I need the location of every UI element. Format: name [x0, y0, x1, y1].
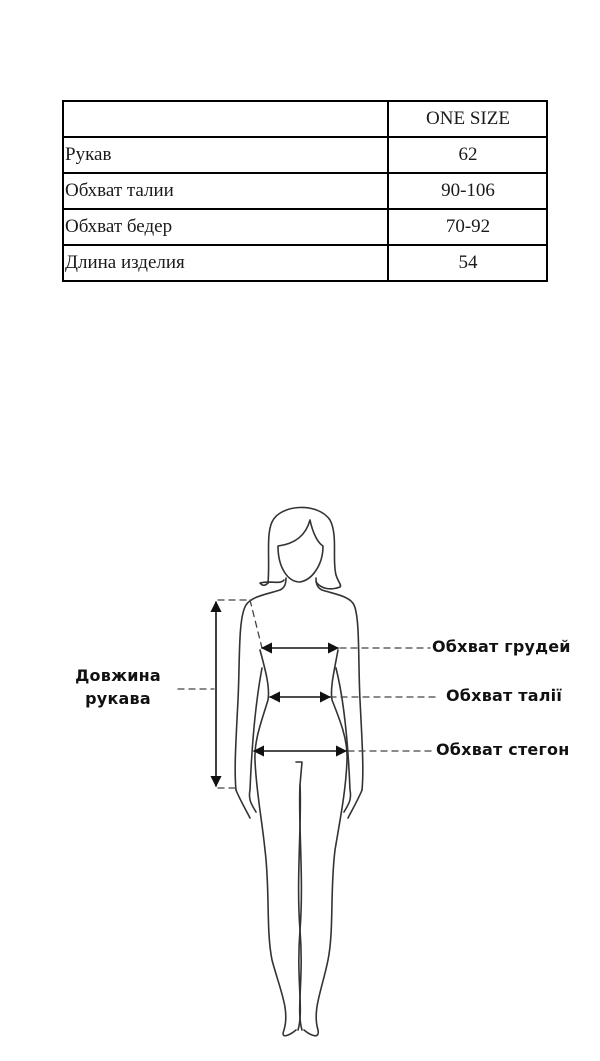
row-value: 70-92: [387, 208, 548, 246]
body-figure-icon: [177, 506, 441, 1037]
sleeve-length-line2: рукава: [85, 689, 151, 708]
row-label: Обхват талии: [62, 172, 389, 210]
table-row: Длина изделия 54: [62, 244, 548, 282]
chest-label: Обхват грудей: [432, 637, 571, 656]
row-value: 90-106: [387, 172, 548, 210]
table-row: Рукав 62: [62, 136, 548, 174]
header-empty-cell: [62, 100, 389, 138]
row-label: Длина изделия: [62, 244, 389, 282]
size-table: ONE SIZE Рукав 62 Обхват талии 90-106 Об…: [62, 100, 548, 282]
header-size-cell: ONE SIZE: [387, 100, 548, 138]
waist-label: Обхват талії: [446, 686, 563, 705]
measurement-diagram: Довжина рукава Обхват грудей Обхват талі…: [0, 480, 600, 1061]
hips-label: Обхват стегон: [436, 740, 570, 759]
row-value: 54: [387, 244, 548, 282]
sleeve-length-line1: Довжина: [75, 666, 161, 685]
sleeve-length-label: Довжина рукава: [66, 664, 170, 710]
row-value: 62: [387, 136, 548, 174]
row-label: Рукав: [62, 136, 389, 174]
table-header-row: ONE SIZE: [62, 100, 548, 138]
table-row: Обхват бедер 70-92: [62, 208, 548, 246]
row-label: Обхват бедер: [62, 208, 389, 246]
table-row: Обхват талии 90-106: [62, 172, 548, 210]
